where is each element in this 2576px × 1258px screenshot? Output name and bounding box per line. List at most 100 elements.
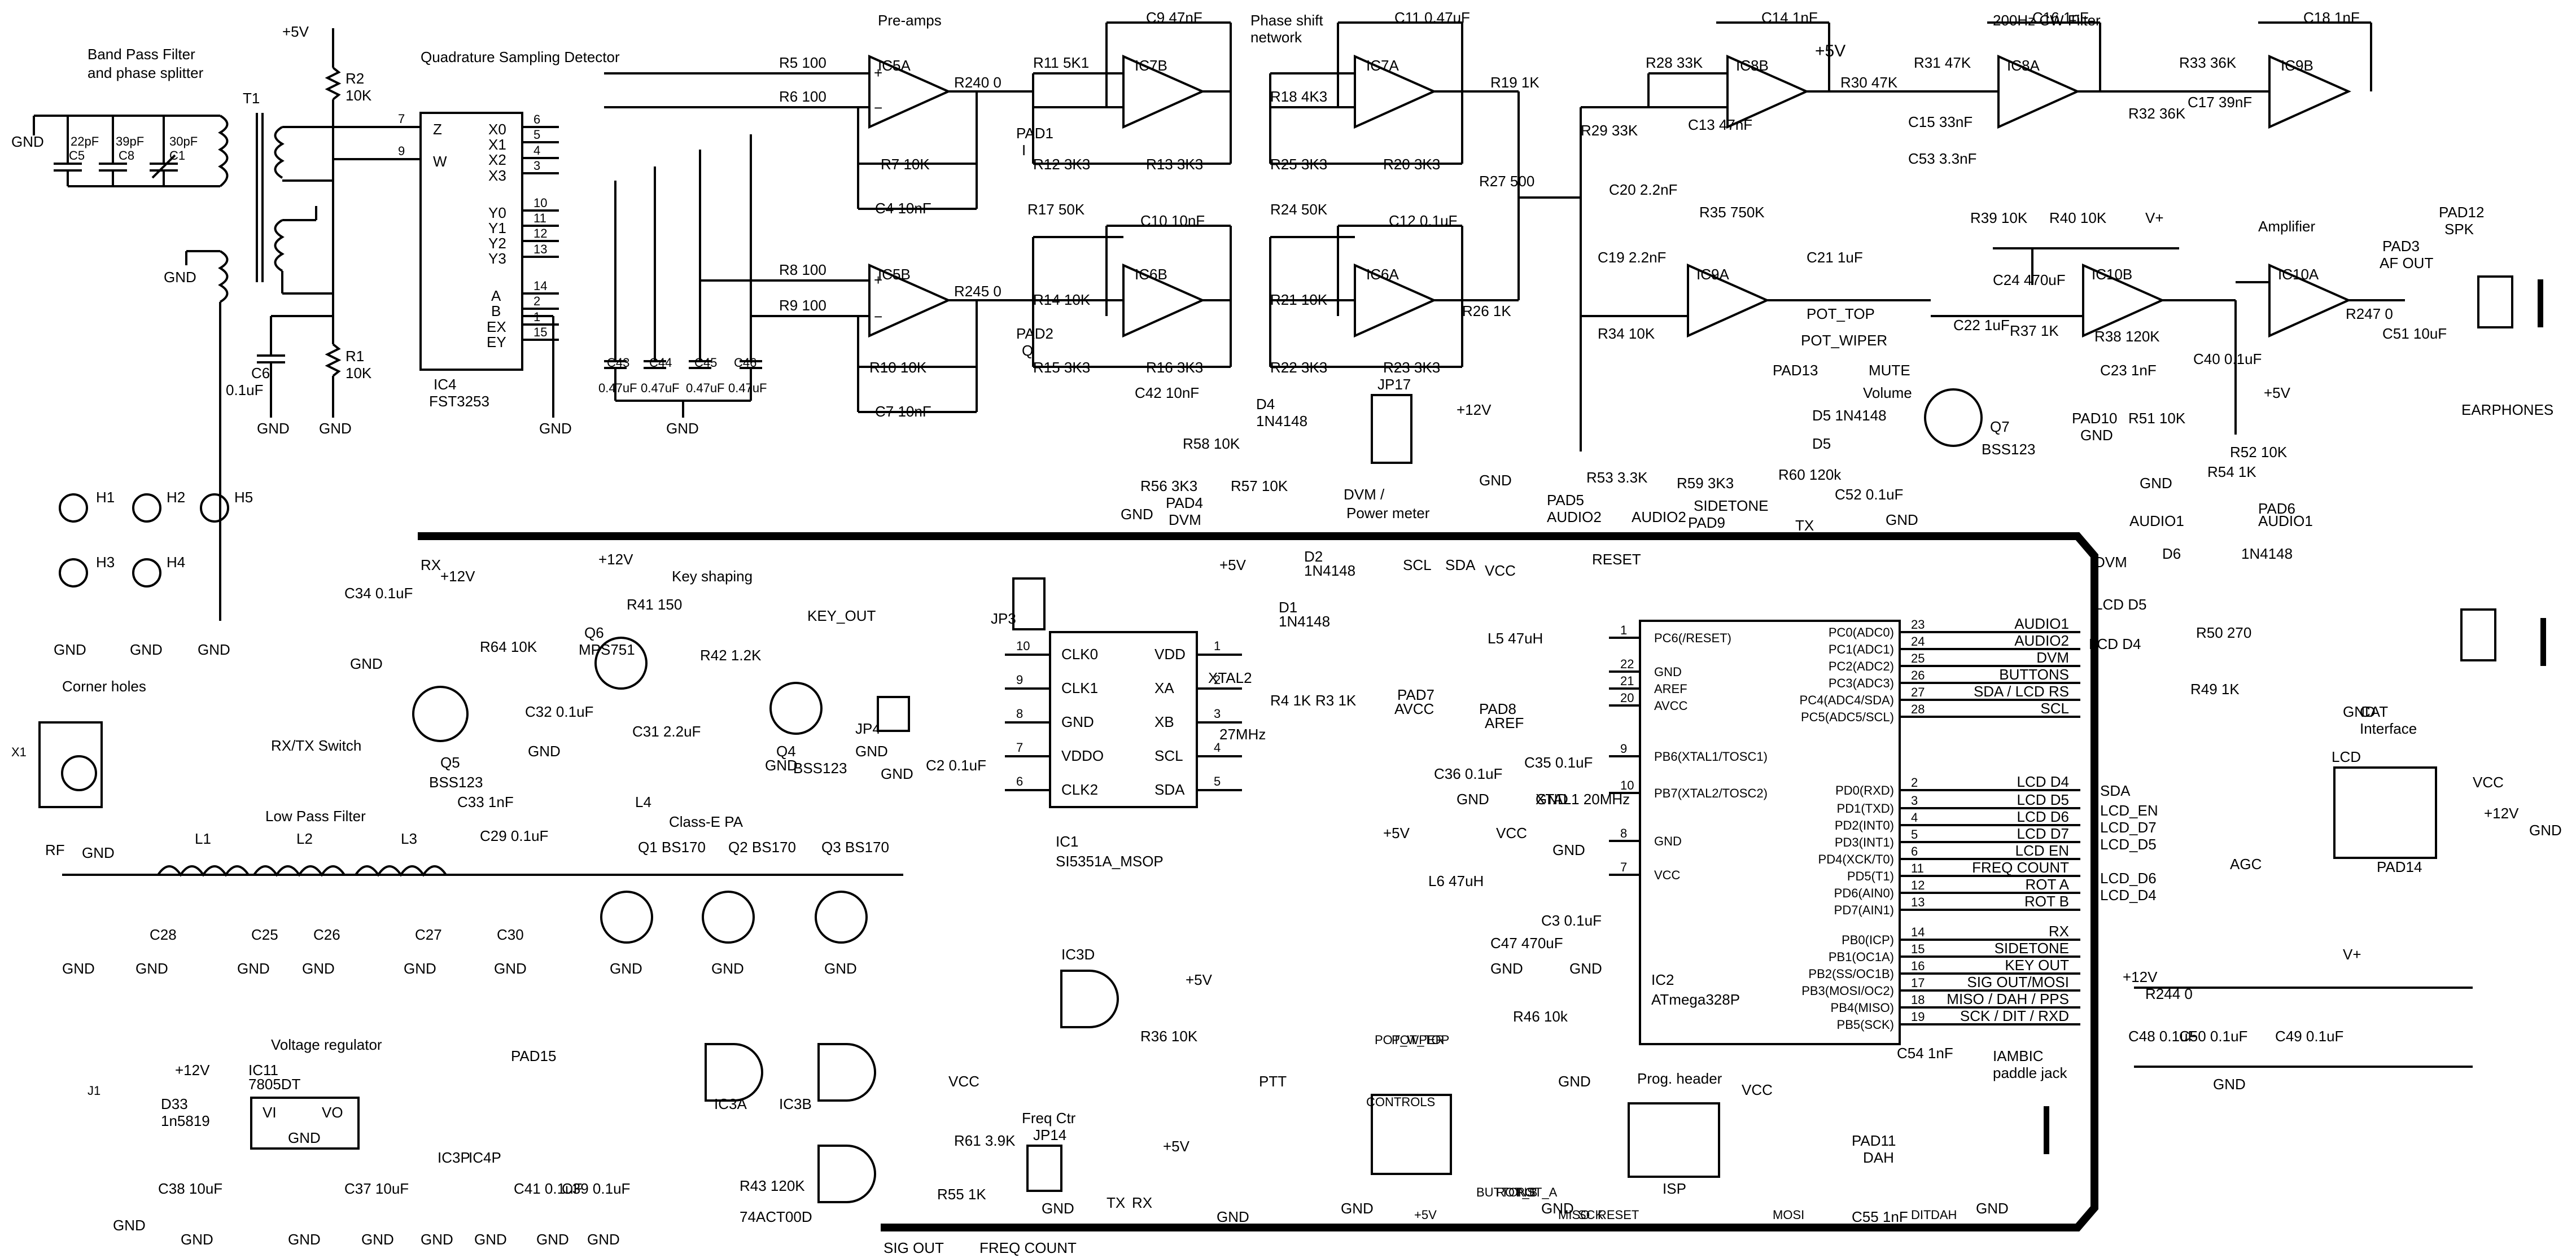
ic2-net-label: BUTTONS: [1999, 666, 2069, 683]
ic2-pin-num: 19: [1911, 1010, 1925, 1024]
d1-part: 1N4148: [1279, 613, 1330, 630]
p12v-label: +12V: [440, 568, 475, 585]
c52-label: C52 0.1uF: [1835, 486, 1903, 503]
ic2-pin-label: PB0(ICP): [1842, 933, 1894, 947]
vcc-label: VCC: [1742, 1081, 1773, 1098]
ic2-net-label: ROT A: [2025, 876, 2069, 893]
ic2-ref: IC2: [1651, 971, 1674, 988]
ic3b-ref: IC3B: [779, 1095, 812, 1112]
vcc-label: VCC: [948, 1073, 979, 1090]
gnd-label: GND: [1552, 841, 1585, 858]
c51-label: C51 10uF: [2382, 325, 2447, 342]
r49-label: R49 1K: [2190, 681, 2240, 698]
c49-label: C49 0.1uF: [2275, 1028, 2343, 1045]
ic2-net-label: AUDIO1: [2014, 615, 2069, 632]
ic5a-ref: IC5A: [878, 57, 911, 74]
op-plus: +: [874, 64, 882, 81]
ic2-pin-label: PD3(INT1): [1835, 835, 1894, 849]
ic1-pin-num: 5: [1214, 774, 1221, 788]
sda-net: SDA: [2100, 782, 2131, 799]
h2-label: H2: [167, 489, 185, 506]
ic1-pin-num: 2: [1214, 673, 1221, 687]
c39-label: C39 0.1uF: [562, 1180, 630, 1197]
ic4-pin-a: A: [491, 287, 501, 304]
c1-ref: C1: [169, 148, 185, 163]
r61-label: R61 3.9K: [954, 1132, 1016, 1149]
r34-label: R34 10K: [1598, 325, 1655, 342]
c2-label: C2 0.1uF: [926, 757, 986, 774]
c5-label: 22pF: [71, 134, 99, 148]
c5-ref: C5: [69, 148, 85, 163]
ic1-pin-num: 6: [1016, 774, 1023, 788]
ic2-pin-num: 13: [1911, 895, 1925, 909]
ic2-net-label: SCK / DIT / RXD: [1960, 1007, 2069, 1024]
dvm-block: C42 10nF D4 1N4148 R58 10K R56 3K3 R57 1…: [1121, 376, 1512, 528]
ic4-pin-num: 6: [533, 112, 540, 126]
lcd-d4-net: LCD_D4: [2100, 887, 2157, 904]
controls-title: CONTROLS: [1366, 1095, 1435, 1109]
ic4-pin-num: 14: [533, 279, 547, 293]
p5v-label: +5V: [1383, 825, 1410, 841]
c46-ref: C46: [734, 356, 756, 370]
r7-label: R7 10K: [881, 156, 930, 173]
gnd-label: GND: [1569, 960, 1602, 977]
r16-label: R16 3K3: [1146, 359, 1203, 376]
aref-label: AREF: [1485, 715, 1524, 731]
gnd-label: GND: [130, 641, 163, 658]
gnd-label: GND: [350, 655, 383, 672]
c28-label: C28: [150, 926, 177, 943]
ic4-pin-y0: Y0: [488, 204, 506, 221]
c36-label: C36 0.1uF: [1434, 765, 1502, 782]
preamps-title: Pre-amps: [878, 12, 942, 29]
ic2-pin-label: PD2(INT0): [1835, 818, 1894, 832]
c38-label: C38 10uF: [158, 1180, 222, 1197]
lcd-d6-net: LCD_D6: [2100, 870, 2157, 887]
vplus-label: V+: [2145, 209, 2164, 226]
ic2-net-label: LCD D4: [2017, 773, 2069, 790]
gnd-label: GND: [82, 844, 115, 861]
rx-net: RX: [421, 556, 441, 573]
r42-label: R42 1.2K: [700, 647, 762, 664]
gnd-label: GND: [1121, 506, 1153, 523]
r20-label: R20 3K3: [1383, 156, 1440, 173]
phase-title-2: network: [1250, 29, 1302, 46]
ic2-pin-num: 15: [1911, 942, 1925, 956]
r52-label: R52 10K: [2230, 444, 2288, 461]
ic1-pin-clk1: CLK1: [1061, 680, 1098, 696]
r17-label: R17 50K: [1027, 201, 1085, 218]
ic2-atmega328p: RESET PC6(/RESET)1GND22AREF21AVCC20PB6(X…: [1383, 551, 2080, 1045]
isp-label: ISP: [1663, 1180, 1686, 1197]
ic10a-ref: IC10A: [2278, 266, 2319, 283]
ic2-pin-label: PD7(AIN1): [1834, 903, 1894, 917]
lcd-title: LCD: [2332, 748, 2361, 765]
gnd-label: GND: [666, 420, 699, 437]
c37-label: C37 10uF: [344, 1180, 409, 1197]
ic5b-ref: IC5B: [878, 266, 911, 283]
rxtx-keyshaping: RX KEY_OUT +12V C34 0.1uF R64 10K RX/TX …: [271, 551, 876, 810]
r2-val: 10K: [345, 87, 372, 104]
tx-net: TX: [1107, 1194, 1125, 1211]
q1-ref: Q1 BS170: [638, 839, 706, 856]
voltage-regulator: Voltage regulator IC11 7805DT VI VO GND …: [88, 1036, 630, 1248]
c25-label: C25: [251, 926, 278, 943]
audio2-label: AUDIO2: [1547, 509, 1602, 525]
gnd-label: GND: [237, 960, 270, 977]
pad11-label: PAD11: [1852, 1132, 1896, 1149]
vo-label: VO: [322, 1104, 343, 1121]
ic2-net-label: MISO / DAH / PPS: [1947, 990, 2069, 1007]
r38-label: R38 120K: [2094, 328, 2160, 345]
r23-label: R23 3K3: [1383, 359, 1440, 376]
gnd-label: GND: [113, 1217, 146, 1234]
ic2-pin-num: 12: [1911, 878, 1925, 892]
p12v-label: +12V: [175, 1062, 210, 1079]
ic2-pin-num: 5: [1911, 827, 1918, 841]
c11-label: C11 0.47uF: [1394, 9, 1470, 26]
freqcount-net: FREQ COUNT: [979, 1239, 1077, 1256]
ic2-pin-num: 22: [1620, 657, 1634, 671]
r39-label: R39 10K: [1970, 209, 2028, 226]
ic4-pin-z: Z: [433, 121, 442, 138]
ic2-pin-label: PD1(TXD): [1837, 801, 1894, 816]
d1-ref: D1: [1279, 599, 1297, 616]
gnd-label: GND: [135, 960, 168, 977]
vcc-label: VCC: [1496, 825, 1527, 841]
